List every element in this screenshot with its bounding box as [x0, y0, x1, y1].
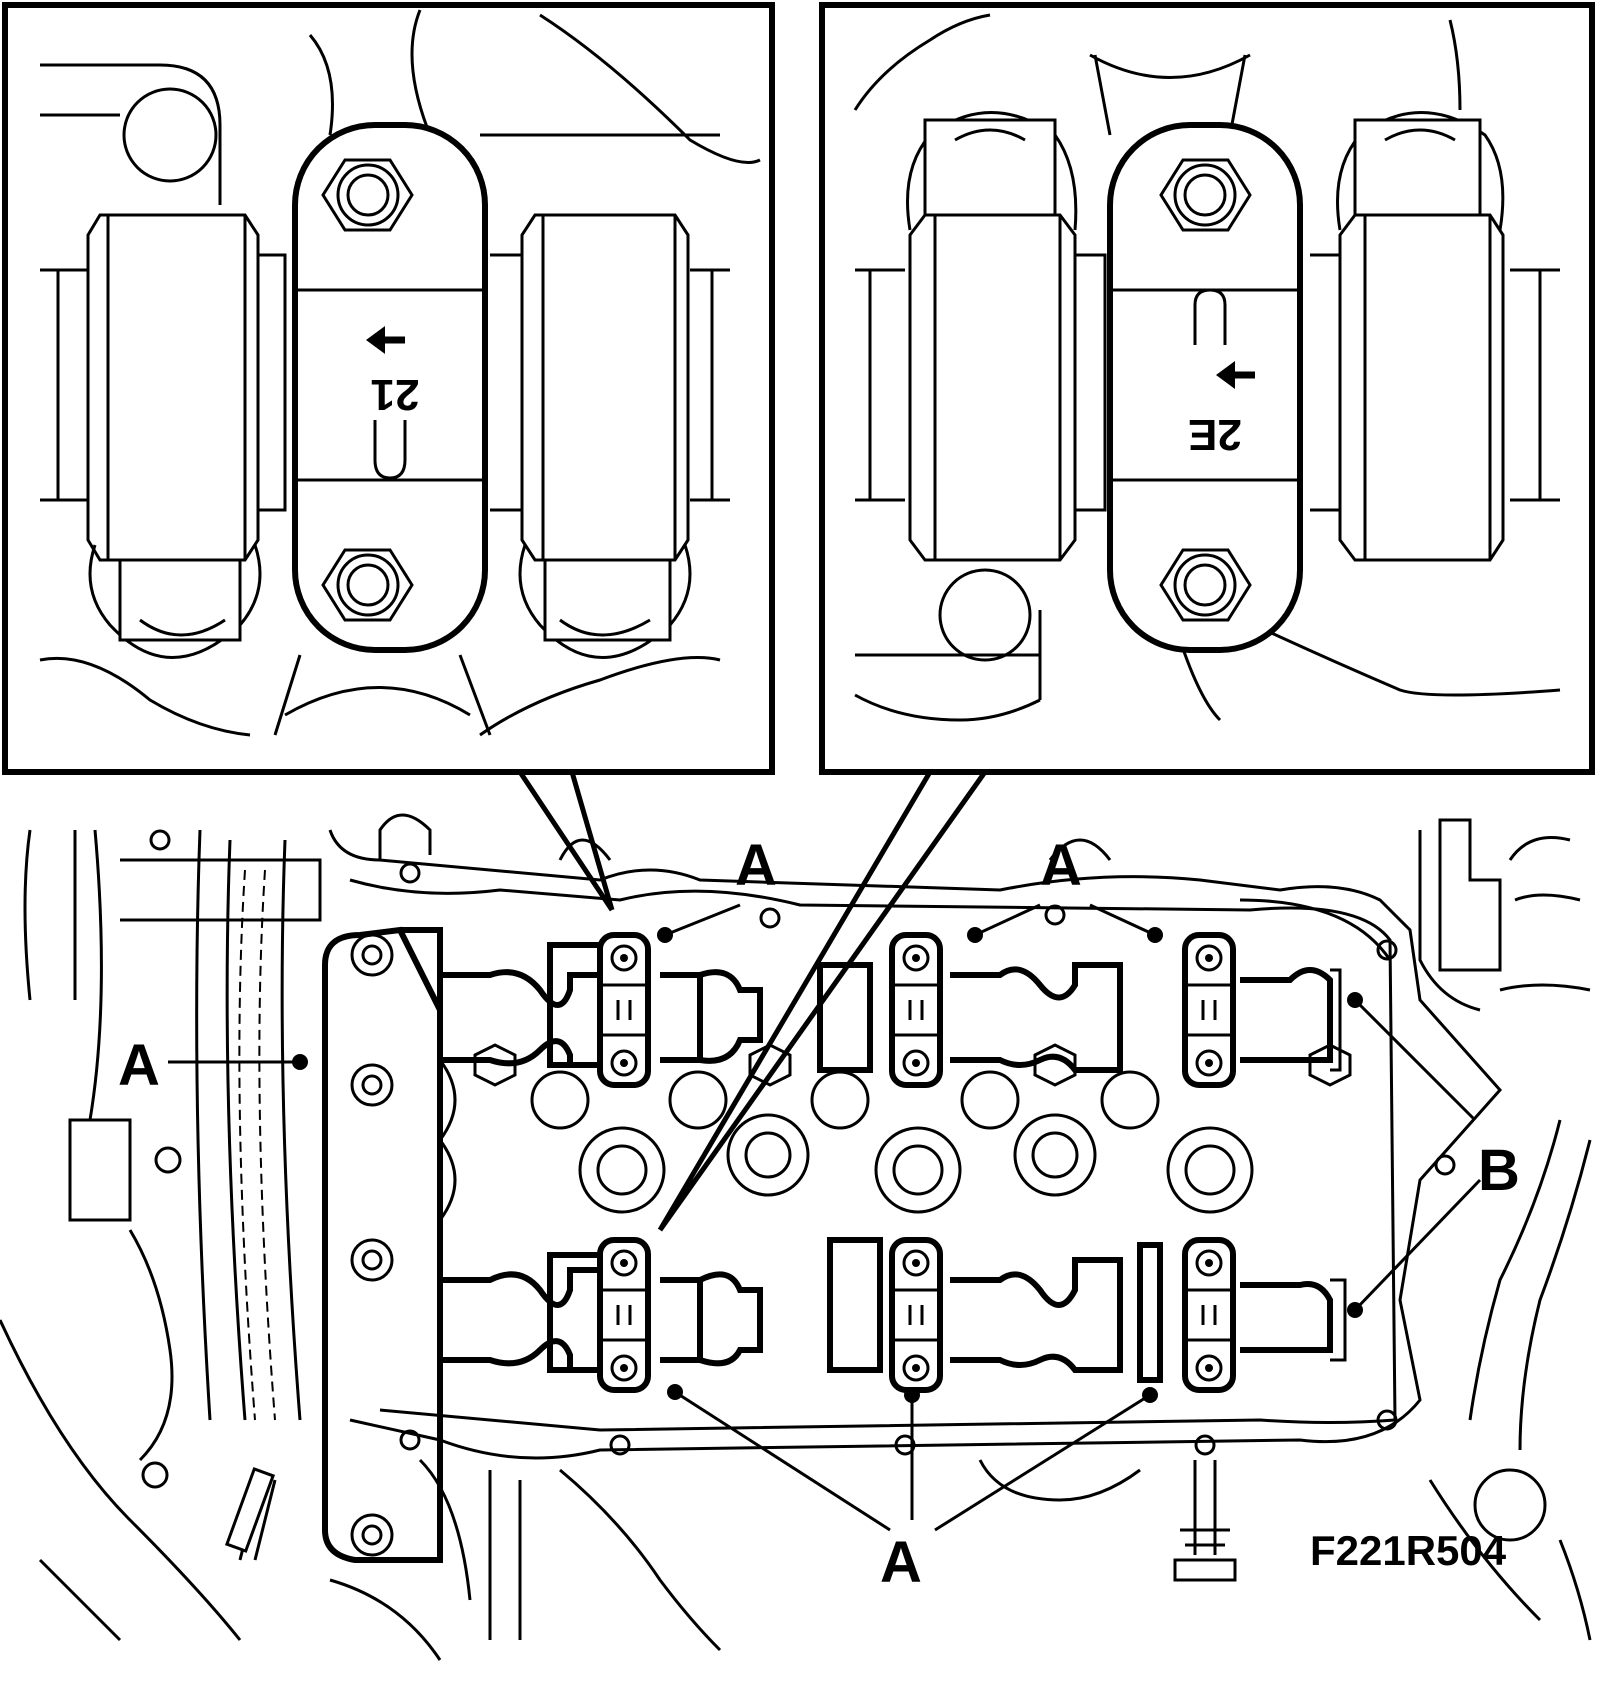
- head-bolt-holes: [399, 862, 1456, 1456]
- bearing-cap-lower-2: [889, 1237, 943, 1393]
- camshaft-upper: [440, 942, 1342, 1073]
- bearing-cap-lower-3: [1182, 1237, 1236, 1393]
- figure-id: F221R504: [1310, 1527, 1507, 1574]
- cap-bolt-bottom: [321, 548, 414, 622]
- right-side-components: [1173, 818, 1592, 1641]
- engine-cylinder-head: [0, 813, 1592, 1661]
- inset-right: 2E: [819, 2, 1595, 775]
- bearing-cap-upper-3: [1182, 932, 1236, 1088]
- callout-b-right: B: [1478, 1138, 1520, 1203]
- cam-lobe-right: [490, 213, 692, 659]
- callout-a-left: A: [118, 1033, 160, 1098]
- callout-a-top-right: A: [1040, 833, 1082, 898]
- cap-mark-right: 2E: [1188, 410, 1242, 459]
- bearing-cap-upper-1: [597, 932, 651, 1088]
- bearing-cap-right-inset: 2E: [1107, 122, 1303, 653]
- bearing-cap-upper-2: [889, 932, 943, 1088]
- cap-bolt-top: [1159, 158, 1252, 232]
- inset-right-frame: [819, 2, 1595, 775]
- cap-bolt-top: [321, 158, 414, 232]
- cam-lobe-left: [86, 213, 287, 659]
- bearing-cap-left-inset: 21: [273, 122, 492, 736]
- cap-mark-left: 21: [371, 370, 420, 419]
- inset-left: 21: [2, 2, 775, 775]
- camshaft-front-housing: [322, 926, 457, 1563]
- inset-left-frame: [2, 2, 775, 775]
- bearing-cap-lower-1: [597, 1237, 651, 1393]
- inset-left-pointer: [517, 770, 615, 912]
- cam-lobe-left: [906, 111, 1107, 562]
- bearing-caps-main: [597, 932, 1236, 1393]
- cam-lobe-right: [1310, 111, 1505, 562]
- timing-chain-area: [0, 829, 322, 1642]
- spark-plug-wells: [473, 1043, 1352, 1214]
- direction-arrow-icon: [366, 326, 405, 354]
- lower-engine-lines: [329, 1458, 1141, 1661]
- callout-a-bottom: A: [880, 1530, 922, 1595]
- direction-arrow-icon: [1216, 361, 1255, 389]
- callout-a-top-left: A: [735, 833, 777, 898]
- cap-bolt-bottom: [1159, 548, 1252, 622]
- leader-lines: [168, 903, 1482, 1532]
